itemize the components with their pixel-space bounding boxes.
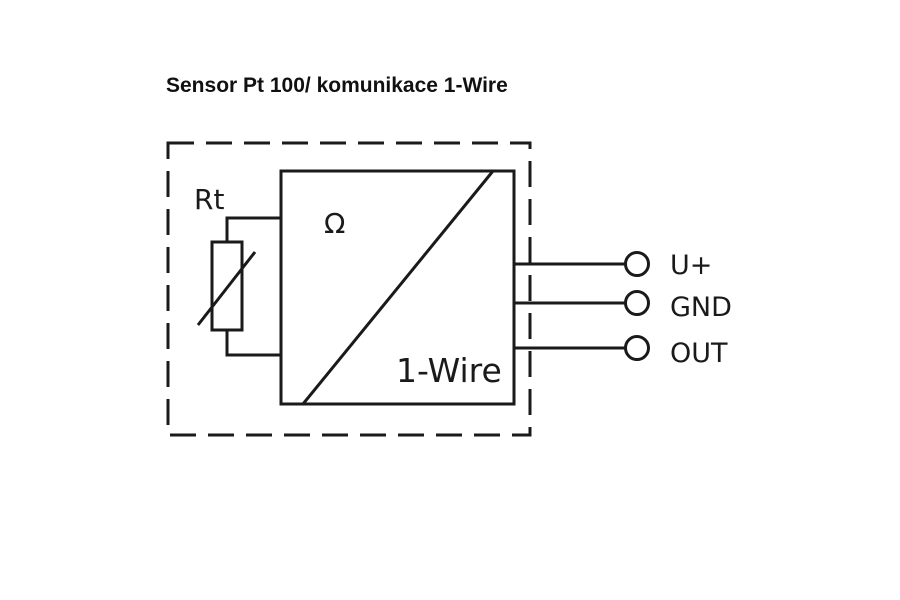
one-wire-label: 1-Wire (396, 351, 502, 390)
resistor-bottom-wire (225, 330, 281, 357)
diagram-title: Sensor Pt 100/ komunikace 1-Wire (166, 74, 508, 97)
resistor-variable-slash (196, 251, 257, 326)
ohm-symbol: Ω (324, 207, 345, 240)
terminal-out (624, 335, 650, 361)
terminal-label-u-plus: U+ (670, 250, 712, 281)
converter-block (279, 169, 516, 406)
resistor-top-wire (225, 216, 281, 242)
terminal-label-gnd: GND (670, 292, 732, 323)
terminal-gnd (624, 290, 650, 316)
terminal-u-plus (624, 251, 650, 277)
housing-boundary (166, 141, 532, 437)
resistor-label: Rt (194, 183, 224, 216)
terminal-label-out: OUT (670, 338, 728, 369)
converter-divider (301, 170, 495, 405)
